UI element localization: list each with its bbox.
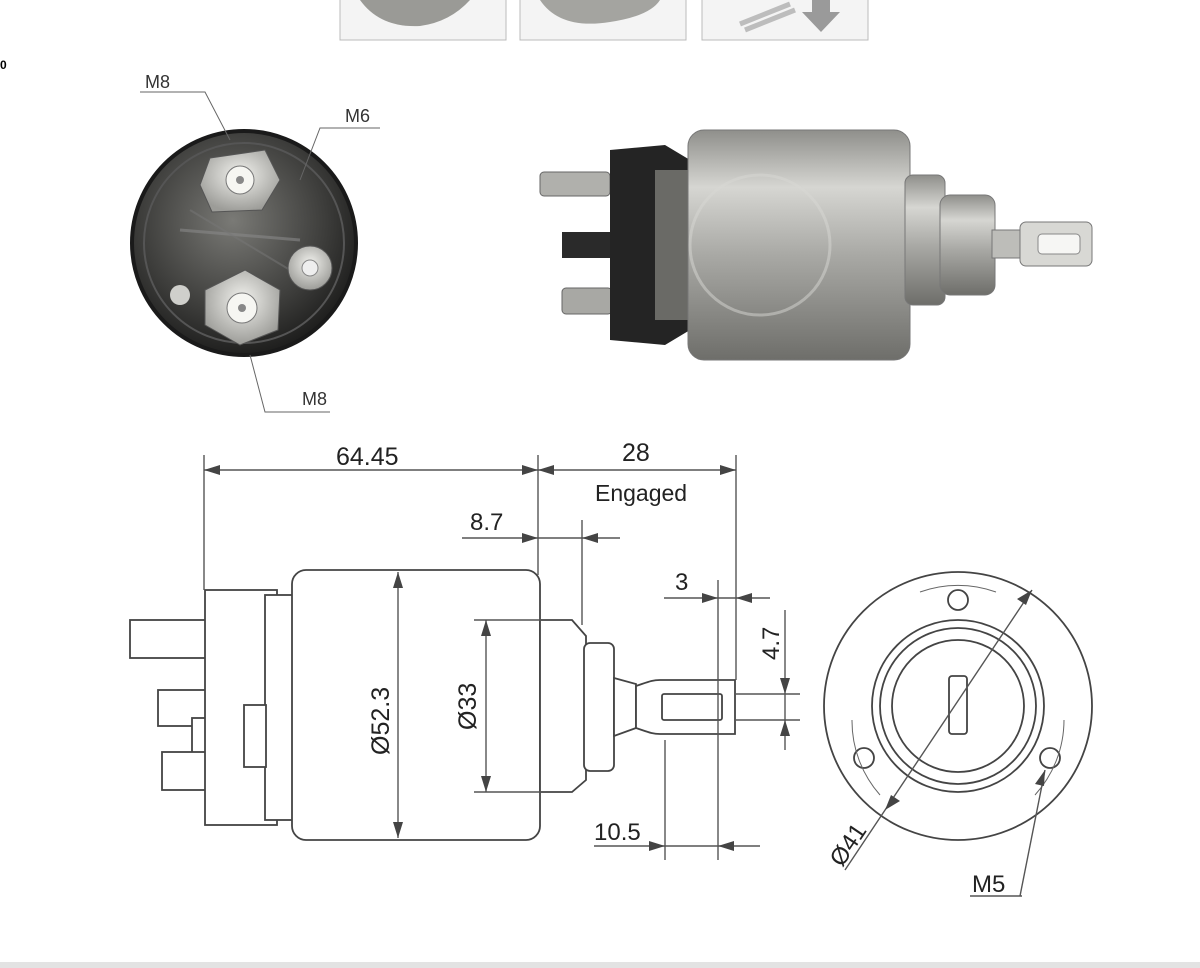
- dim-slot-depth: 10.5: [594, 819, 641, 846]
- end-view-drawing: [823, 571, 1093, 897]
- dim-travel: 28: [622, 439, 650, 467]
- m8-terminal-bottom: [204, 269, 281, 346]
- dim-shoulder: 8.7: [470, 509, 503, 536]
- dim-body-diameter: Ø52.3: [367, 687, 395, 755]
- side-drawing: [129, 569, 736, 841]
- dimension-lines: [203, 455, 800, 860]
- label-m8-bottom: M8: [302, 389, 327, 409]
- solenoid-side-photo: [539, 129, 1093, 361]
- thumb-download-arrow[interactable]: [701, 0, 869, 41]
- label-m6: M6: [345, 106, 370, 126]
- m6-terminal: [287, 245, 333, 291]
- dim-overall-length: 64.45: [336, 443, 399, 471]
- dim-slot-offset: 3: [675, 569, 688, 596]
- thumbnail-strip: [339, 0, 869, 41]
- m8-terminal-top: [199, 149, 281, 213]
- bottom-rule: [0, 962, 1200, 968]
- leader-m8-top: [140, 91, 231, 141]
- edge-mark: 0: [0, 58, 7, 72]
- leader-m8-bottom: [249, 354, 330, 413]
- label-m8-top: M8: [145, 72, 170, 92]
- dim-mount-thread: M5: [972, 871, 1005, 898]
- terminal-face-photo: [130, 129, 358, 357]
- thumb-solenoid-side[interactable]: [519, 0, 687, 41]
- dim-travel-note: Engaged: [595, 480, 687, 506]
- dim-slot-width: 4.7: [758, 627, 785, 660]
- thumb-solenoid-photo[interactable]: [339, 0, 507, 41]
- dim-bolt-circle: Ø41: [825, 819, 873, 872]
- leader-m6: [299, 127, 380, 181]
- dim-nose-diameter: Ø33: [454, 683, 482, 730]
